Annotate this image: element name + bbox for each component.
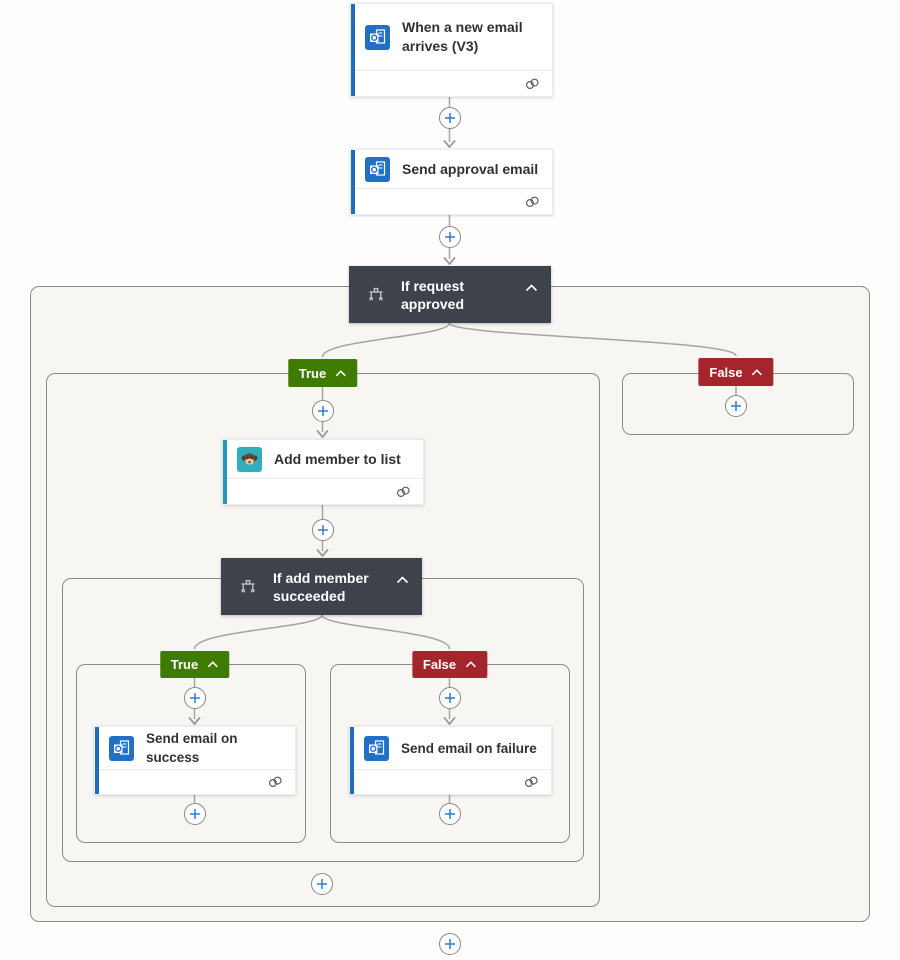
plus-icon (444, 809, 455, 819)
send-approval-email-card[interactable]: Send approval email (350, 149, 553, 215)
plus-icon (189, 693, 200, 703)
plus-icon (317, 525, 328, 535)
outlook-icon (365, 24, 390, 50)
plus-icon (189, 809, 200, 819)
add-action-button[interactable] (438, 803, 461, 825)
chevron-up-icon (335, 369, 346, 376)
chevron-up-icon[interactable] (396, 571, 409, 589)
card-accent-bar (350, 727, 354, 794)
add-action-button[interactable] (311, 873, 333, 895)
send-email-on-success-card[interactable]: Send email on success (94, 726, 296, 795)
condition-if-request-approved[interactable]: If request approved (349, 266, 551, 323)
outlook-icon (109, 735, 134, 761)
badge-label: False (422, 657, 457, 672)
card-title: Send email on failure (401, 740, 537, 756)
condition-if-add-member-succeeded[interactable]: If add member succeeded (221, 558, 422, 615)
add-action-button-false-branch[interactable] (725, 395, 747, 417)
static-result-link-icon[interactable] (525, 78, 540, 90)
chevron-up-icon[interactable] (525, 279, 538, 297)
chevron-up-icon (752, 368, 763, 375)
card-title: Send approval email (402, 160, 539, 177)
insert-step-button[interactable] (311, 519, 334, 541)
plus-icon (444, 113, 455, 123)
card-title: Add member to list (274, 450, 401, 467)
card-accent-bar (95, 727, 99, 794)
condition-title: If add member succeeded (273, 569, 369, 604)
static-result-link-icon[interactable] (524, 776, 539, 788)
badge-label: True (170, 657, 199, 672)
plus-icon (317, 879, 327, 889)
insert-step-button[interactable] (183, 687, 206, 709)
condition-icon (367, 286, 385, 304)
inner-false-branch-badge[interactable]: False (411, 651, 488, 678)
plus-icon (317, 406, 328, 416)
send-email-on-failure-card[interactable]: Send email on failure (349, 726, 552, 795)
condition-title: If request approved (401, 277, 465, 312)
add-member-to-list-card[interactable]: Add member to list (222, 439, 424, 505)
insert-step-button[interactable] (438, 687, 461, 709)
plus-icon (444, 939, 455, 949)
card-accent-bar (223, 440, 227, 504)
static-result-link-icon[interactable] (396, 486, 411, 498)
true-branch-badge[interactable]: True (287, 359, 358, 387)
chevron-up-icon (465, 661, 476, 668)
plus-icon (444, 693, 455, 703)
insert-step-button[interactable] (311, 400, 334, 422)
card-accent-bar (351, 150, 355, 214)
card-title: When a new email arrives (V3) (402, 19, 523, 54)
plus-icon (444, 232, 455, 242)
condition-icon (239, 578, 257, 596)
plus-icon (731, 401, 741, 411)
outlook-icon (364, 735, 389, 761)
card-title: Send email on success (146, 731, 238, 765)
new-step-button[interactable] (438, 933, 461, 955)
static-result-link-icon[interactable] (525, 196, 540, 208)
trigger-card[interactable]: When a new email arrives (V3) (350, 3, 553, 97)
static-result-link-icon[interactable] (268, 776, 283, 788)
badge-label: True (298, 365, 327, 381)
chevron-up-icon (207, 661, 218, 668)
false-branch-badge[interactable]: False (698, 358, 774, 386)
badge-label: False (709, 364, 743, 380)
insert-step-button[interactable] (438, 107, 461, 129)
insert-step-button[interactable] (438, 226, 461, 248)
add-action-button[interactable] (183, 803, 206, 825)
mailchimp-icon (237, 446, 262, 472)
inner-true-branch-badge[interactable]: True (159, 651, 230, 678)
outlook-icon (365, 156, 390, 182)
card-accent-bar (351, 4, 355, 96)
